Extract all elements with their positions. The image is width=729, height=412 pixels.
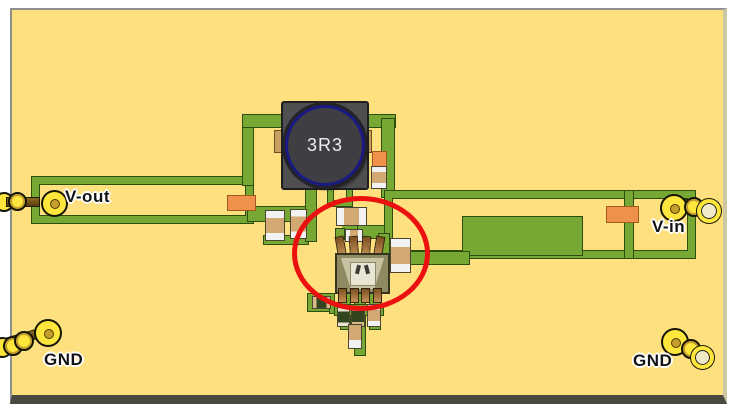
copper-pour-vin — [463, 217, 582, 255]
gnd-left-pin-hole — [44, 329, 54, 339]
label-vin: V-in — [652, 217, 686, 236]
gnd-left-washer — [14, 331, 34, 351]
gnd-left-pin — [34, 319, 62, 347]
vin-pin — [660, 194, 688, 222]
vout-pin — [41, 190, 68, 217]
capacitor-output-1 — [266, 211, 284, 240]
smd-resistor-input — [607, 207, 638, 222]
label-gnd-right: GND — [633, 351, 673, 370]
inductor: 3R3 — [281, 101, 369, 190]
smd-resistor-output — [228, 196, 255, 210]
gnd-right-end-ring — [691, 346, 714, 369]
pcb-board: 3R3 — [0, 8, 727, 404]
label-vout: V-out — [65, 187, 110, 206]
capacitor-snubber — [372, 167, 386, 188]
copper-divider-vin — [625, 191, 633, 258]
vin-pin-hole — [670, 204, 680, 214]
copper-trace-output-caps-lower — [264, 236, 308, 244]
inductor-pad-left — [275, 131, 283, 152]
smd-component-1 — [338, 308, 349, 326]
inductor-marking: 3R3 — [306, 135, 344, 155]
smd-resistor-feedback — [313, 297, 330, 308]
label-gnd-left: GND — [44, 350, 84, 369]
smd-resistor-snubber — [373, 152, 386, 167]
copper-trace-vout-riser — [243, 115, 253, 185]
inductor-winding-circle: 3R3 — [285, 105, 365, 186]
vin-pin-end-ring — [697, 199, 721, 223]
vout-pin-washer — [8, 192, 27, 211]
gnd-right-pin-hole — [671, 338, 681, 348]
vout-pin-hole — [50, 199, 60, 209]
smd-component-2 — [352, 307, 364, 326]
smd-component-4 — [349, 325, 361, 348]
copper-trace-inductor-left — [243, 115, 289, 127]
highlight-ellipse-annotation — [292, 196, 430, 311]
